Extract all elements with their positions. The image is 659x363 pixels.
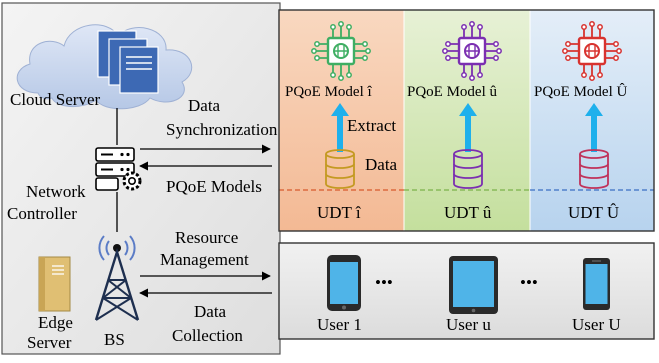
edge-server-label-2: Server (27, 333, 72, 352)
data-sync-label-2: Synchronization (166, 120, 278, 139)
smartphone-icon-1 (327, 255, 361, 311)
base-station-icon (94, 235, 140, 321)
resource-mgmt-label-1: Resource (175, 228, 238, 247)
database-icon-2 (453, 149, 483, 189)
pqoe-model-label-2: PQoE Model û (407, 84, 498, 100)
udt-label-1: UDT î (317, 203, 362, 222)
tablet-icon (449, 256, 498, 314)
chip-icon-2 (442, 21, 502, 81)
data-sync-label-1: Data (188, 96, 221, 115)
network-controller-label-1: Network (26, 182, 86, 201)
data-collection-label-2: Collection (172, 326, 243, 345)
ellipsis-1: ••• (375, 273, 393, 292)
database-icon-3 (579, 149, 609, 189)
extract-arrows (331, 103, 603, 152)
resource-mgmt-label-2: Management (160, 250, 249, 269)
bs-label: BS (104, 330, 125, 349)
cloud-server-label: Cloud Server (10, 90, 101, 109)
smartphone-icon-2 (583, 258, 610, 310)
user-label-1: User 1 (317, 315, 362, 334)
pqoe-model-label-3: PQoE Model Û (534, 83, 628, 100)
chip-icon-3 (562, 21, 622, 81)
data-label: Data (365, 155, 398, 174)
pqoe-models-label: PQoE Models (166, 177, 262, 196)
database-icon-1 (325, 149, 355, 189)
udt-label-2: UDT û (444, 203, 492, 222)
udt-label-3: UDT Û (568, 203, 619, 222)
pqoe-model-label-1: PQoE Model î (285, 84, 373, 100)
edge-server-icon (38, 256, 71, 312)
network-controller-icon (95, 147, 142, 191)
network-controller-label-2: Controller (7, 204, 77, 223)
chip-icon-1 (311, 21, 371, 81)
cloud-server-icon (97, 30, 159, 94)
user-label-2: User u (446, 315, 491, 334)
user-label-3: User U (572, 315, 621, 334)
data-collection-label-1: Data (194, 302, 227, 321)
edge-server-label-1: Edge (38, 313, 73, 332)
extract-label: Extract (347, 116, 396, 135)
ellipsis-2: ••• (520, 273, 538, 292)
